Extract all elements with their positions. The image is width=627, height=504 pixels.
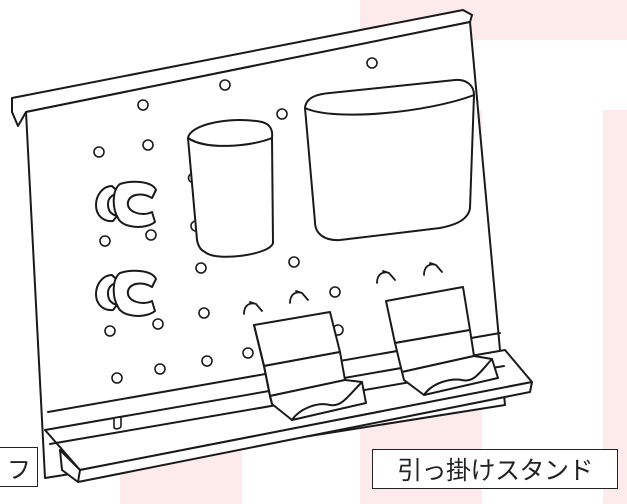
- hook-arrows: [243, 262, 443, 315]
- bottom-tray-end: [59, 449, 81, 483]
- hook-stand-left: [253, 311, 367, 421]
- round-cup-rim: [187, 137, 273, 147]
- round-cup-holder: [187, 119, 274, 258]
- clip-hook-upper: [95, 180, 157, 228]
- callout-label-hook-stand-text: 引っ掛けスタンド: [396, 456, 594, 485]
- hook-stand-right: [385, 286, 499, 396]
- background-band-right: [603, 110, 627, 504]
- callout-label-hook-stand: 引っ掛けスタンド: [372, 449, 618, 489]
- callout-label-partial: フ: [0, 447, 38, 487]
- wide-cup-rim: [304, 94, 475, 116]
- clip-hook-lower: [95, 269, 157, 317]
- wide-cup-holder: [304, 78, 475, 242]
- peg-holes: [93, 57, 378, 384]
- callout-label-partial-text: フ: [7, 455, 31, 484]
- small-slot: [113, 416, 122, 430]
